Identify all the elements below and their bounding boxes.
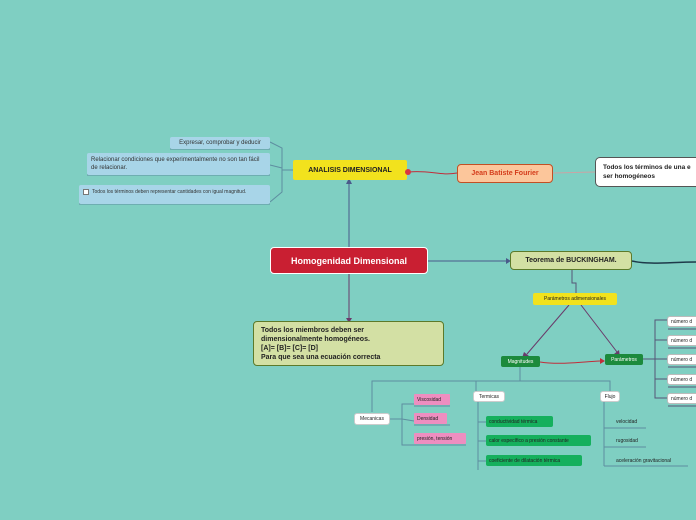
members-line4: Para que sea una ecuación correcta: [261, 354, 381, 361]
flujo-item-label: rugosidad: [616, 438, 638, 444]
note-relacionar-label: Relacionar condiciones que experimentalm…: [91, 157, 260, 171]
termicas-item-label: calor específico a presión constante: [489, 437, 569, 444]
parametros-adimensionales-label: Parámetros adimensionales: [544, 296, 606, 302]
flujo-item[interactable]: aceleración gravitacional: [616, 458, 671, 464]
buckingham-node[interactable]: Teorema de BUCKINGHAM.: [510, 251, 632, 270]
flujo-item[interactable]: velocidad: [616, 419, 637, 425]
fourier-note-line2: ser homogéneos: [603, 173, 656, 180]
parametros-label: Parámetros: [611, 356, 637, 363]
members-line1: Todos los miembros deben ser: [261, 327, 364, 334]
numero-item-label: número d: [671, 357, 693, 363]
mecanicas-node[interactable]: Mecanicas: [354, 413, 390, 425]
termicas-item[interactable]: conductividad térmica: [486, 416, 553, 427]
numero-item[interactable]: número d: [667, 316, 696, 327]
magnitudes-label: Magnitudes: [507, 358, 534, 365]
fourier-note-line1: Todos los términos de una e: [603, 164, 691, 171]
flujo-item[interactable]: rugosidad: [616, 438, 638, 444]
parametros-adimensionales-node[interactable]: Parámetros adimensionales: [533, 293, 617, 305]
numero-item-label: número d: [671, 338, 693, 344]
flujo-item-label: aceleración gravitacional: [616, 458, 672, 464]
members-line2: dimensionalmente homogéneos.: [261, 336, 370, 343]
termicas-item-label: conductividad térmica: [489, 418, 538, 425]
mecanicas-item-label: presión, tensión: [417, 435, 453, 442]
termicas-node[interactable]: Termicas: [473, 391, 505, 402]
note-terminos-label: Todos los términos deben representar can…: [92, 189, 247, 195]
note-terminos[interactable]: Todos los términos deben representar can…: [79, 185, 270, 204]
note-express[interactable]: Expresar, comprobar y deducir: [170, 137, 270, 149]
numero-item[interactable]: número d: [667, 393, 696, 404]
parametros-node[interactable]: Parámetros: [605, 354, 643, 365]
analisis-label: ANALISIS DIMENSIONAL: [308, 166, 392, 174]
numero-item-label: número d: [671, 396, 693, 402]
termicas-item-label: coeficiente de dilatación térmica: [489, 457, 561, 464]
mecanicas-item[interactable]: Densidad: [414, 413, 447, 424]
fourier-node[interactable]: Jean Batiste Fourier: [457, 164, 553, 183]
checkbox-icon: [83, 188, 89, 195]
members-node[interactable]: Todos los miembros deben ser dimensional…: [253, 321, 444, 366]
numero-item[interactable]: número d: [667, 335, 696, 346]
termicas-label: Termicas: [478, 393, 499, 400]
members-line3: [A]= [B]= [C]= [D]: [261, 345, 318, 352]
termicas-item[interactable]: calor específico a presión constante: [486, 435, 591, 446]
fourier-note-node[interactable]: Todos los términos de una e ser homogéne…: [595, 157, 696, 187]
note-express-label: Expresar, comprobar y deducir: [179, 140, 261, 146]
flujo-node[interactable]: Flujo: [600, 391, 620, 402]
mecanicas-item[interactable]: presión, tensión: [414, 433, 466, 444]
numero-item[interactable]: número d: [667, 354, 696, 365]
flujo-item-label: velocidad: [616, 419, 638, 425]
mecanicas-item-label: Viscosidad: [417, 396, 442, 403]
central-topic[interactable]: Homogenidad Dimensional: [270, 247, 428, 274]
numero-item-label: número d: [671, 377, 693, 383]
flujo-label: Flujo: [604, 393, 616, 400]
fourier-label: Jean Batiste Fourier: [471, 170, 539, 177]
mecanicas-label: Mecanicas: [360, 416, 384, 422]
central-topic-label: Homogenidad Dimensional: [290, 255, 407, 266]
mecanicas-item-label: Densidad: [417, 415, 439, 422]
numero-item-label: número d: [671, 319, 693, 325]
note-relacionar[interactable]: Relacionar condiciones que experimentalm…: [87, 153, 270, 175]
mecanicas-item[interactable]: Viscosidad: [414, 394, 450, 405]
termicas-item[interactable]: coeficiente de dilatación térmica: [486, 455, 582, 466]
magnitudes-node[interactable]: Magnitudes: [501, 356, 540, 367]
connector-dot: [405, 169, 411, 175]
buckingham-label: Teorema de BUCKINGHAM.: [525, 257, 617, 264]
analisis-dimensional-node[interactable]: ANALISIS DIMENSIONAL: [293, 160, 407, 180]
numero-item[interactable]: número d: [667, 374, 696, 385]
